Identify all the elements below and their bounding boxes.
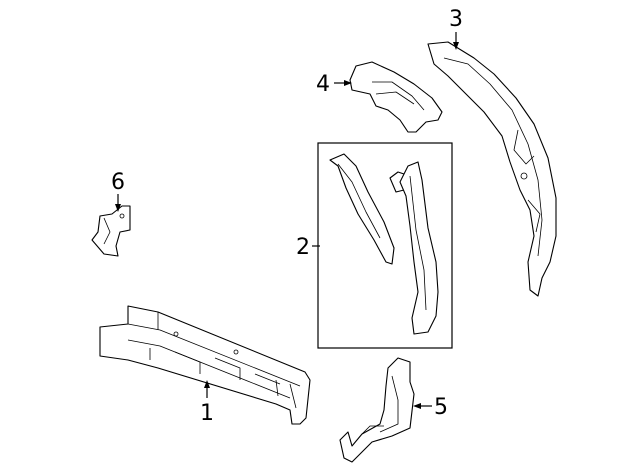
leader-4 <box>334 80 352 86</box>
part-5-lower-bracket <box>339 357 415 463</box>
part-3-pillar <box>427 41 557 297</box>
part-6-bracket <box>91 205 131 257</box>
part-2-left-piece <box>329 153 395 265</box>
callout-2: 2 <box>296 235 310 260</box>
leader-1 <box>204 380 210 398</box>
callout-3: 3 <box>449 7 463 32</box>
callout-4: 4 <box>316 72 330 97</box>
callout-1: 1 <box>200 401 214 426</box>
part-4-wheelhouse-panel <box>349 61 443 133</box>
part-2-group <box>317 142 453 349</box>
leader-6 <box>115 194 121 212</box>
part-1-rear-panel <box>99 305 311 425</box>
callout-6: 6 <box>111 170 125 195</box>
leader-5 <box>413 403 432 409</box>
leader-3 <box>453 32 459 50</box>
callout-5: 5 <box>434 395 448 420</box>
